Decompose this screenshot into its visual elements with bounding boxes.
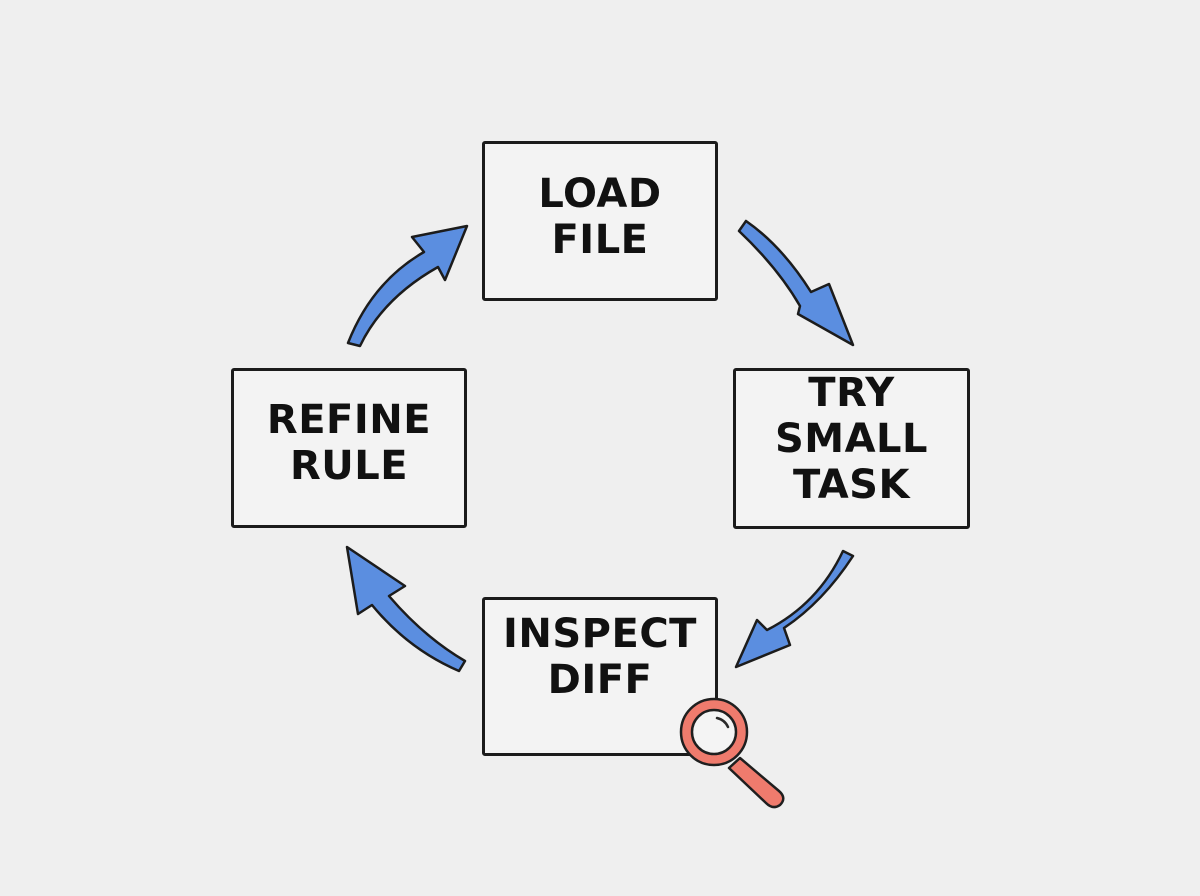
node-label-line: DIFF — [547, 656, 653, 703]
arrow-try-to-inspect — [734, 549, 855, 669]
node-label-load-file: LOAD FILE — [538, 171, 661, 263]
node-label-line: LOAD — [538, 171, 662, 217]
node-try-small-task: TRY SMALL TASK — [733, 368, 970, 529]
node-label-line: INSPECT — [503, 610, 697, 657]
arrow-refine-to-load — [346, 224, 469, 348]
magnifying-glass-icon — [679, 697, 785, 809]
node-label-inspect-diff: INSPECT DIFF — [503, 611, 697, 703]
node-refine-rule: REFINE RULE — [231, 368, 467, 528]
node-label-try-small-task: TRY SMALL TASK — [775, 370, 928, 508]
node-label-line: REFINE — [266, 397, 432, 443]
node-label-line: RULE — [289, 443, 409, 489]
node-label-line: TASK — [793, 461, 910, 508]
node-inspect-diff: INSPECT DIFF — [482, 597, 718, 756]
node-label-refine-rule: REFINE RULE — [267, 397, 431, 489]
node-label-line: FILE — [551, 217, 649, 263]
arrow-inspect-to-refine — [345, 545, 467, 673]
arrow-load-to-try — [737, 219, 855, 347]
node-load-file: LOAD FILE — [482, 141, 718, 301]
node-label-line: TRY — [808, 369, 895, 416]
node-label-line: SMALL — [774, 415, 929, 462]
